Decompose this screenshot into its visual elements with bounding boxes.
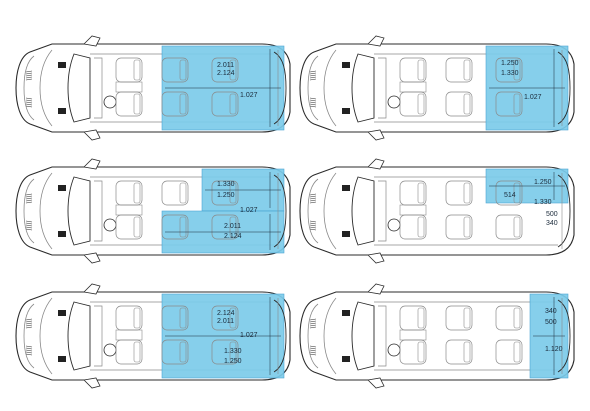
car-outline-drawing	[299, 35, 575, 141]
seat	[211, 214, 239, 240]
car-outline-drawing	[299, 283, 575, 389]
seat	[211, 91, 239, 117]
car-outline-drawing	[15, 35, 291, 141]
seat	[445, 214, 473, 240]
seat	[161, 305, 189, 331]
seat	[161, 57, 189, 83]
seat	[495, 339, 523, 365]
car-outline-drawing	[299, 158, 575, 264]
seat	[161, 180, 189, 206]
seat	[445, 91, 473, 117]
seat	[211, 305, 239, 331]
seat	[495, 305, 523, 331]
car-outline-drawing	[15, 158, 291, 264]
seat	[211, 339, 239, 365]
seat	[495, 91, 523, 117]
seat	[445, 57, 473, 83]
seat	[161, 214, 189, 240]
seat	[495, 214, 523, 240]
seat	[495, 180, 523, 206]
seat	[445, 305, 473, 331]
seat	[161, 339, 189, 365]
seat	[445, 180, 473, 206]
car-outline-drawing	[15, 283, 291, 389]
seat	[211, 180, 239, 206]
seat	[495, 57, 523, 83]
seat	[445, 339, 473, 365]
seat	[161, 91, 189, 117]
seat	[211, 57, 239, 83]
